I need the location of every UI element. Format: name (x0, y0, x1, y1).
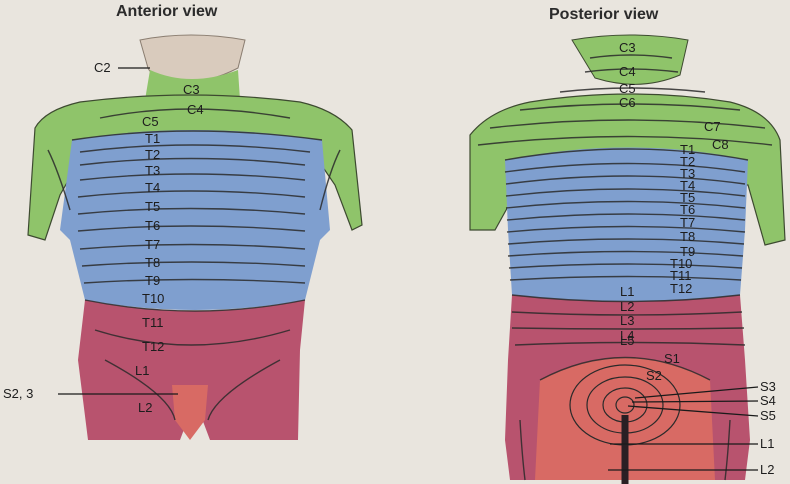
posterior-label-l1: L1 (620, 284, 634, 299)
anterior-label-t4: T4 (145, 180, 160, 195)
anterior-label-c2: C2 (94, 60, 111, 75)
posterior-label-s3: S3 (760, 379, 776, 394)
posterior-label-c6: C6 (619, 95, 636, 110)
anterior-label-t7: T7 (145, 237, 160, 252)
anterior-label-l1: L1 (135, 363, 149, 378)
anterior-label-c5: C5 (142, 114, 159, 129)
posterior-label-l2-lower: L2 (760, 462, 774, 477)
posterior-label-c8: C8 (712, 137, 729, 152)
anterior-label-t5: T5 (145, 199, 160, 214)
posterior-label-c4: C4 (619, 64, 636, 79)
anterior-label-t3: T3 (145, 163, 160, 178)
posterior-label-c5: C5 (619, 81, 636, 96)
posterior-label-c7: C7 (704, 119, 721, 134)
anterior-label-t8: T8 (145, 255, 160, 270)
posterior-label-t12: T12 (670, 281, 692, 296)
posterior-label-s1: S1 (664, 351, 680, 366)
anterior-label-t1: T1 (145, 131, 160, 146)
anterior-thoracic-region (60, 130, 330, 310)
anterior-label-t10: T10 (142, 291, 164, 306)
anterior-figure: C2 C3 C4 C5 T1 T2 T3 T4 T5 T6 T7 T8 T9 T… (3, 35, 362, 440)
anterior-label-t2: T2 (145, 147, 160, 162)
anterior-label-l2: L2 (138, 400, 152, 415)
anterior-label-t6: T6 (145, 218, 160, 233)
posterior-label-l1-lower: L1 (760, 436, 774, 451)
anterior-label-t11: T11 (142, 315, 163, 330)
anterior-label-s2-3: S2, 3 (3, 386, 33, 401)
posterior-label-t8: T8 (680, 229, 695, 244)
anterior-label-c3: C3 (183, 82, 200, 97)
anterior-label-c4: C4 (187, 102, 204, 117)
anterior-label-t12: T12 (142, 339, 164, 354)
posterior-label-l3: L3 (620, 313, 634, 328)
posterior-label-s4: S4 (760, 393, 776, 408)
posterior-figure: C3 C4 C5 C6 C7 C8 T1 T2 T3 T4 T5 T6 T7 T… (470, 35, 785, 484)
posterior-label-c3: C3 (619, 40, 636, 55)
anterior-label-t9: T9 (145, 273, 160, 288)
posterior-label-l5-visible: L5 (620, 333, 634, 348)
posterior-label-l2: L2 (620, 299, 634, 314)
posterior-label-s2: S2 (646, 368, 662, 383)
posterior-label-t7: T7 (680, 215, 695, 230)
posterior-label-s5: S5 (760, 408, 776, 423)
